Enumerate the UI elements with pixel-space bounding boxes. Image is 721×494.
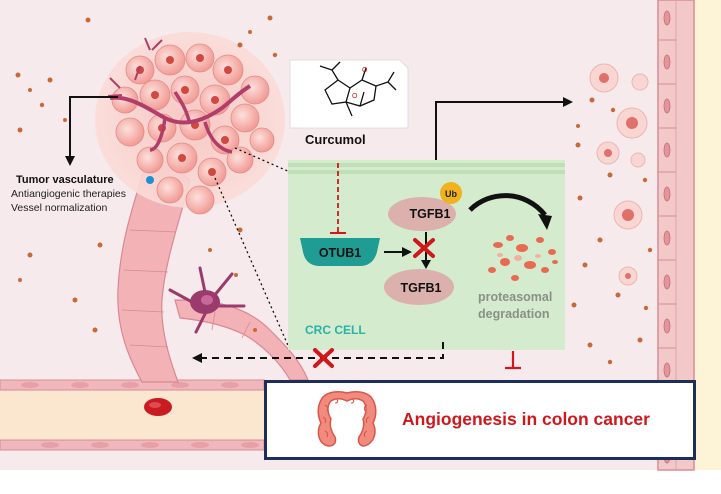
drug-name-label: Curcumol	[305, 132, 366, 147]
ub-badge-shape	[440, 182, 462, 204]
degradation-fragments	[488, 235, 558, 281]
tgfb1-ub-label: TGFB1	[410, 207, 451, 221]
bottom-vessel	[0, 379, 265, 451]
sprouting-vessel	[117, 149, 309, 383]
ub-label: Ub	[445, 189, 457, 199]
otub1-label: OTUB1	[319, 246, 361, 260]
scattered-particles	[15, 15, 653, 365]
vasculature-arrow	[69, 96, 118, 158]
tumor-vasculature-title: Tumor vasculature	[16, 174, 114, 186]
block-x-mark	[413, 238, 435, 258]
circulating-tumor-cells	[589, 63, 649, 286]
result-box: Angiogenesis in colon cancer	[264, 380, 696, 460]
zoom-line-bottom	[214, 177, 291, 351]
tumor-cluster	[95, 32, 285, 215]
secretion-arrow	[435, 101, 565, 160]
antiangiogenic-therapies-label: Antiangiogenic therapies	[11, 188, 126, 200]
tgfb1-shape	[384, 269, 454, 305]
angiogenesis-inhibition-symbol	[505, 351, 521, 370]
angiogenic-signal-arrow	[200, 342, 444, 359]
right-margin	[694, 0, 721, 470]
pericyte-cell	[168, 266, 246, 334]
tgfb1-ub-shape	[388, 197, 456, 231]
curcumol-structure: O O	[289, 59, 409, 129]
tgfb1-label: TGFB1	[401, 281, 442, 295]
colon-icon	[317, 391, 377, 447]
degradation-label: degradation	[478, 307, 550, 321]
signal-block-x-mark	[313, 348, 334, 368]
svg-text:O: O	[352, 93, 358, 100]
proteasomal-label: proteasomal	[478, 290, 553, 304]
degradation-arrow	[468, 193, 547, 217]
vasculature-arrowhead	[65, 156, 75, 166]
zoom-line-top	[234, 147, 291, 173]
otub1-shape	[300, 238, 380, 266]
svg-text:O: O	[362, 67, 368, 74]
result-text: Angiogenesis in colon cancer	[402, 409, 650, 429]
vessel-normalization-label: Vessel normalization	[11, 202, 108, 214]
crc-cell-label: CRC CELL	[305, 323, 366, 337]
